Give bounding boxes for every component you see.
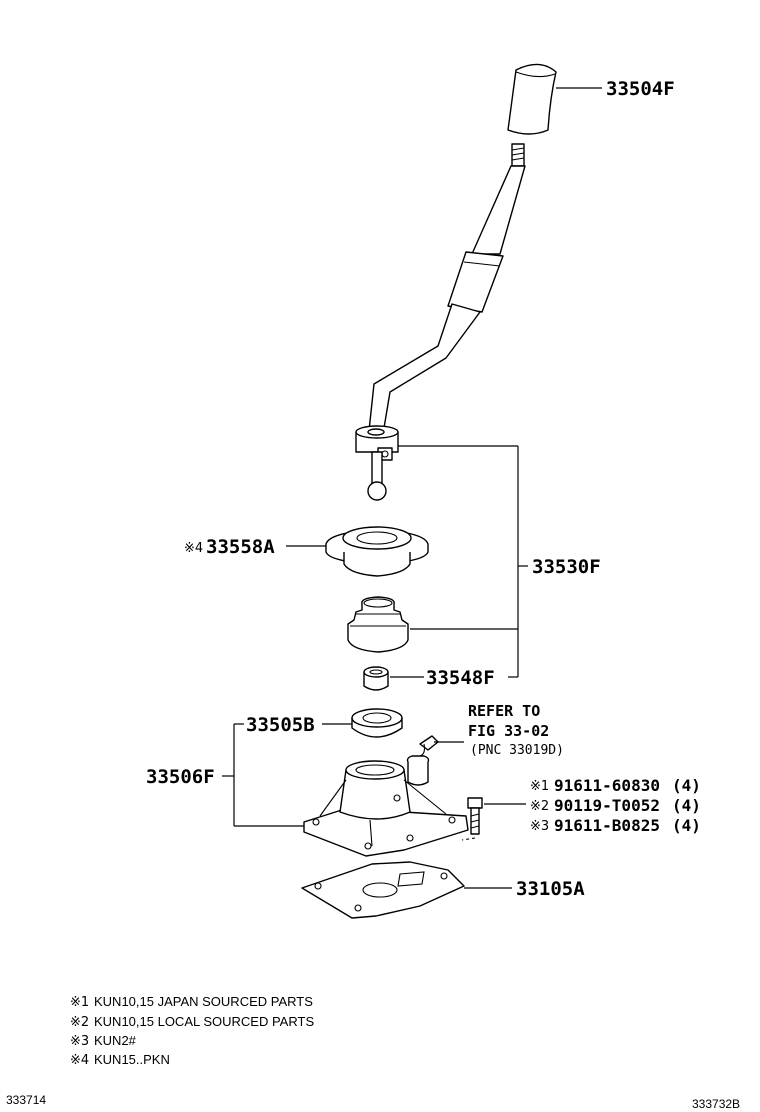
seat — [351, 708, 403, 738]
retainer — [325, 526, 429, 577]
refer-line-2: FIG 33-02 — [468, 722, 549, 740]
bolt-mark: ※3 — [530, 819, 549, 834]
footer-right-code: 333732B — [692, 1097, 740, 1111]
footer-left-code: 333714 — [6, 1093, 46, 1107]
shift-lever — [355, 143, 526, 501]
rubber-boot — [347, 596, 409, 653]
callout-bushing: 33548F — [426, 667, 495, 689]
bolt-part-number: 91611-60830 — [554, 776, 660, 795]
bolt-part-list: ※1 91611-60830 (4) ※2 90119-T0052 (4) ※3… — [530, 776, 701, 835]
footnote-text: KUN2# — [94, 1033, 137, 1048]
footnotes: ※1 KUN10,15 JAPAN SOURCED PARTS ※2 KUN10… — [70, 994, 314, 1068]
shift-knob — [507, 63, 557, 135]
footnote-text: KUN10,15 JAPAN SOURCED PARTS — [94, 994, 313, 1009]
bolt-mark: ※1 — [530, 779, 549, 794]
bolt-qty: (4) — [672, 776, 701, 795]
footnote-mark: ※3 — [70, 1034, 89, 1049]
leader-lines — [222, 87, 602, 889]
bolt-mark: ※2 — [530, 799, 549, 814]
refer-line-1: REFER TO — [468, 702, 540, 720]
footnote-mark: ※2 — [70, 1015, 89, 1030]
footnote-text: KUN10,15 LOCAL SOURCED PARTS — [94, 1014, 314, 1029]
shift-housing — [303, 735, 469, 857]
footnote-text: KUN15..PKN — [94, 1052, 170, 1067]
bolt-part-number: 90119-T0052 — [554, 796, 660, 815]
gasket — [301, 861, 465, 919]
callout-knob: 33504F — [606, 78, 675, 100]
bolt-qty: (4) — [672, 816, 701, 835]
callout-lever-assy: 33530F — [532, 556, 601, 578]
callout-seat: 33505B — [246, 714, 315, 736]
bushing — [363, 666, 389, 691]
callout-housing: 33506F — [146, 766, 215, 788]
callout-gasket: 33105A — [516, 878, 585, 900]
callout-retainer: 33558A — [206, 536, 275, 558]
footnote-mark: ※4 — [70, 1053, 89, 1068]
bolt — [467, 797, 483, 835]
refer-line-3: (PNC 33019D) — [470, 743, 564, 758]
callout-retainer-mark: ※4 — [184, 541, 203, 556]
footnote-mark: ※1 — [70, 995, 89, 1010]
bolt-qty: (4) — [672, 796, 701, 815]
bolt-part-number: 91611-B0825 — [554, 816, 660, 835]
